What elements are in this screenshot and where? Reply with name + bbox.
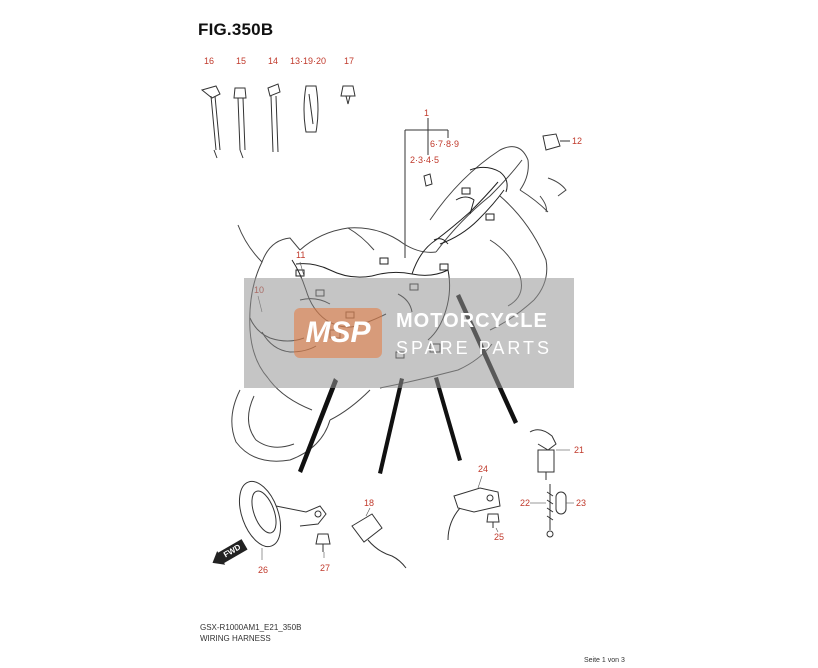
callout-25: 25	[494, 532, 504, 542]
page-indicator: Seite 1 von 3	[584, 657, 625, 664]
callout-24: 24	[478, 464, 488, 474]
sensor-18	[351, 513, 407, 569]
horn-26	[238, 480, 327, 548]
connector-12	[542, 133, 570, 151]
bracket-24	[447, 487, 501, 541]
watermark-subtitle: SPARE PARTS	[396, 338, 553, 358]
callout-11: 11	[296, 250, 305, 260]
callout-12: 12	[572, 136, 582, 146]
callout-27: 27	[320, 563, 330, 573]
diagram-name: WIRING HARNESS	[200, 634, 271, 643]
callout-17: 17	[344, 56, 354, 66]
cable-tie-16	[200, 85, 221, 159]
spring-22	[546, 484, 554, 538]
callout-2-3-4-5: 2·3·4·5	[410, 155, 439, 165]
watermark-title: MOTORCYCLE	[396, 310, 548, 332]
callout-13-19-20: 13·19·20	[290, 56, 326, 66]
callout-22: 22	[520, 498, 530, 508]
callout-1: 1	[424, 108, 429, 118]
callout-16: 16	[204, 56, 214, 66]
watermark-logo: MSP	[294, 308, 382, 358]
callout-6-7-8-9: 6·7·8·9	[430, 139, 459, 149]
callout-18: 18	[364, 498, 374, 508]
clamp-13-19-20	[303, 85, 319, 133]
bolt-25	[486, 513, 500, 528]
bolt-27	[315, 533, 331, 552]
figure-title: FIG.350B	[198, 20, 274, 39]
model-code: GSX-R1000AM1_E21_350B	[200, 623, 302, 632]
connector-21	[529, 429, 557, 480]
cable-tie-15	[233, 87, 247, 159]
cable-tie-14	[267, 83, 281, 153]
callout-26: 26	[258, 565, 268, 575]
callout-15: 15	[236, 56, 246, 66]
sleeve-23	[555, 491, 567, 515]
callout-23: 23	[576, 498, 586, 508]
watermark-overlay: MSP MOTORCYCLE SPARE PARTS	[244, 278, 574, 388]
callout-14: 14	[268, 56, 278, 66]
clip-17	[340, 85, 356, 105]
callout-bracket-1	[404, 118, 449, 258]
callout-21: 21	[574, 445, 584, 455]
